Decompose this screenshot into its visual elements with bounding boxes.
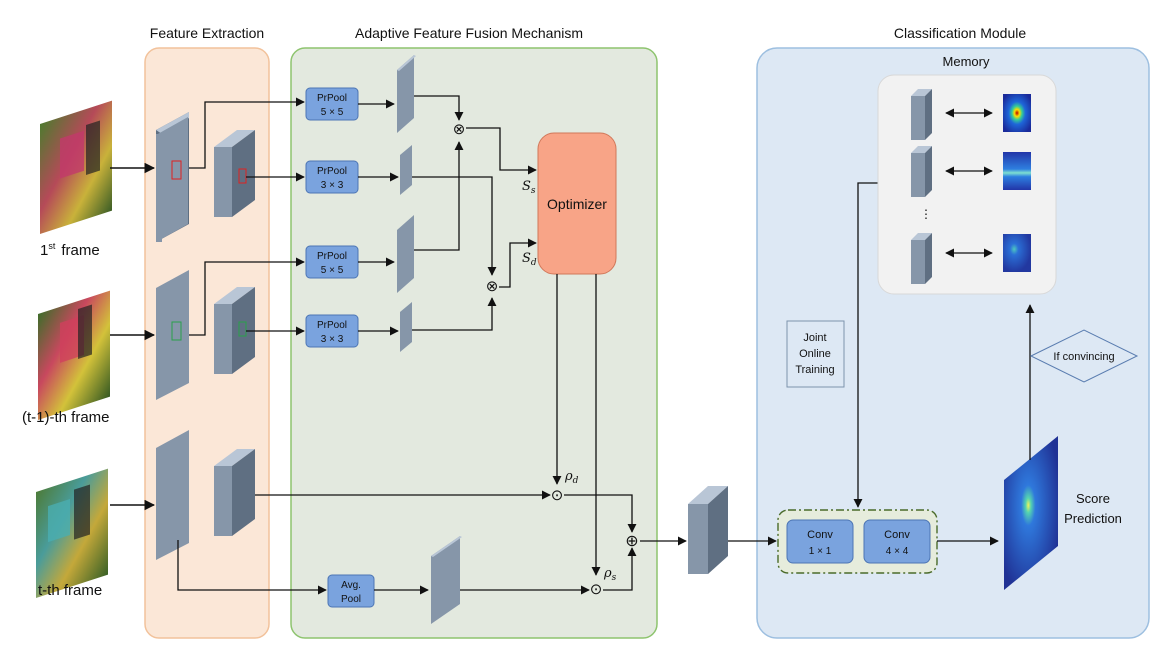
svg-text:1 × 1: 1 × 1 xyxy=(809,546,832,557)
feature-map-medium-3 xyxy=(214,449,255,536)
prpool-block-2: PrPool 3 × 3 xyxy=(305,160,359,194)
prev-frame-image xyxy=(38,290,110,420)
plus-node: ⊕ xyxy=(625,533,638,550)
roi-box-green-1 xyxy=(171,321,182,341)
memory-heatmap-3 xyxy=(1003,234,1031,272)
fused-feature-cube xyxy=(688,486,728,574)
score-label-1: Score xyxy=(1076,491,1110,506)
score-label-2: Prediction xyxy=(1064,511,1122,526)
svg-text:Joint: Joint xyxy=(803,332,826,344)
s-s-label: Ss xyxy=(522,179,536,196)
svg-text:PrPool: PrPool xyxy=(317,251,347,262)
svg-text:Conv: Conv xyxy=(884,529,910,541)
multiply-node-1: ⊗ xyxy=(453,121,466,138)
prpool-block-1: PrPool 5 × 5 xyxy=(305,87,359,121)
multiply-node-2: ⊗ xyxy=(486,278,499,295)
memory-heatmap-2 xyxy=(1003,152,1031,190)
svg-text:3 × 3: 3 × 3 xyxy=(321,334,344,345)
svg-text:PrPool: PrPool xyxy=(317,166,347,177)
svg-text:5 × 5: 5 × 5 xyxy=(321,107,344,118)
memory-feature-1 xyxy=(911,89,932,140)
joint-training-box: Joint Online Training xyxy=(786,320,845,388)
prpool-block-4: PrPool 3 × 3 xyxy=(305,314,359,348)
avgpool-block: Avg. Pool xyxy=(327,574,375,608)
s-d-label: Sd xyxy=(522,251,537,268)
memory-title: Memory xyxy=(943,54,990,69)
rho-s-label: ρs xyxy=(603,566,617,583)
roi-box-green-2 xyxy=(238,321,247,337)
feature-map-medium-1 xyxy=(214,130,255,217)
classification-title: Classification Module xyxy=(894,25,1026,41)
svg-text:Avg.: Avg. xyxy=(341,580,361,591)
svg-text:Pool: Pool xyxy=(341,594,361,605)
current-frame-image xyxy=(36,468,108,598)
memory-heatmap-1 xyxy=(1003,94,1031,132)
optimizer-block: Optimizer xyxy=(537,132,617,275)
roi-box-red-1 xyxy=(171,160,182,180)
score-map xyxy=(1004,436,1058,590)
svg-text:PrPool: PrPool xyxy=(317,93,347,104)
svg-text:Training: Training xyxy=(795,364,834,376)
svg-text:3 × 3: 3 × 3 xyxy=(321,180,344,191)
conv-1x1-block: Conv 1 × 1 xyxy=(786,519,854,564)
feature-extraction-title: Feature Extraction xyxy=(150,25,264,41)
svg-text:Optimizer: Optimizer xyxy=(547,196,607,212)
prev-frame-label: (t-1)-th frame xyxy=(22,409,110,426)
current-frame-label: t-th frame xyxy=(38,582,102,599)
conv-4x4-block: Conv 4 × 4 xyxy=(863,519,931,564)
pooled-feature-2 xyxy=(400,145,412,195)
pooled-feature-1 xyxy=(397,55,416,133)
memory-ellipsis: ⋮ xyxy=(920,207,932,221)
dot-node-2: ⊙ xyxy=(590,581,603,598)
svg-text:If convincing: If convincing xyxy=(1053,351,1114,363)
pooled-feature-4 xyxy=(400,302,412,352)
rho-d-label: ρd xyxy=(564,469,579,486)
memory-feature-3 xyxy=(911,233,932,284)
dot-node-1: ⊙ xyxy=(551,487,564,504)
svg-text:PrPool: PrPool xyxy=(317,320,347,331)
roi-box-red-2 xyxy=(238,168,247,184)
first-frame-image xyxy=(40,100,112,234)
prpool-block-3: PrPool 5 × 5 xyxy=(305,245,359,279)
svg-text:Conv: Conv xyxy=(807,529,833,541)
feature-map-large-1 xyxy=(156,112,189,242)
memory-feature-2 xyxy=(911,146,932,197)
pooled-feature-3 xyxy=(397,215,414,293)
avgpool-feature xyxy=(431,536,462,624)
feature-map-large-3 xyxy=(156,430,189,560)
svg-text:5 × 5: 5 × 5 xyxy=(321,265,344,276)
svg-text:4 × 4: 4 × 4 xyxy=(886,546,909,557)
fusion-title: Adaptive Feature Fusion Mechanism xyxy=(355,25,583,41)
if-convincing-diamond: If convincing xyxy=(1029,329,1139,383)
svg-text:Online: Online xyxy=(799,348,831,360)
feature-map-medium-2 xyxy=(214,287,255,374)
